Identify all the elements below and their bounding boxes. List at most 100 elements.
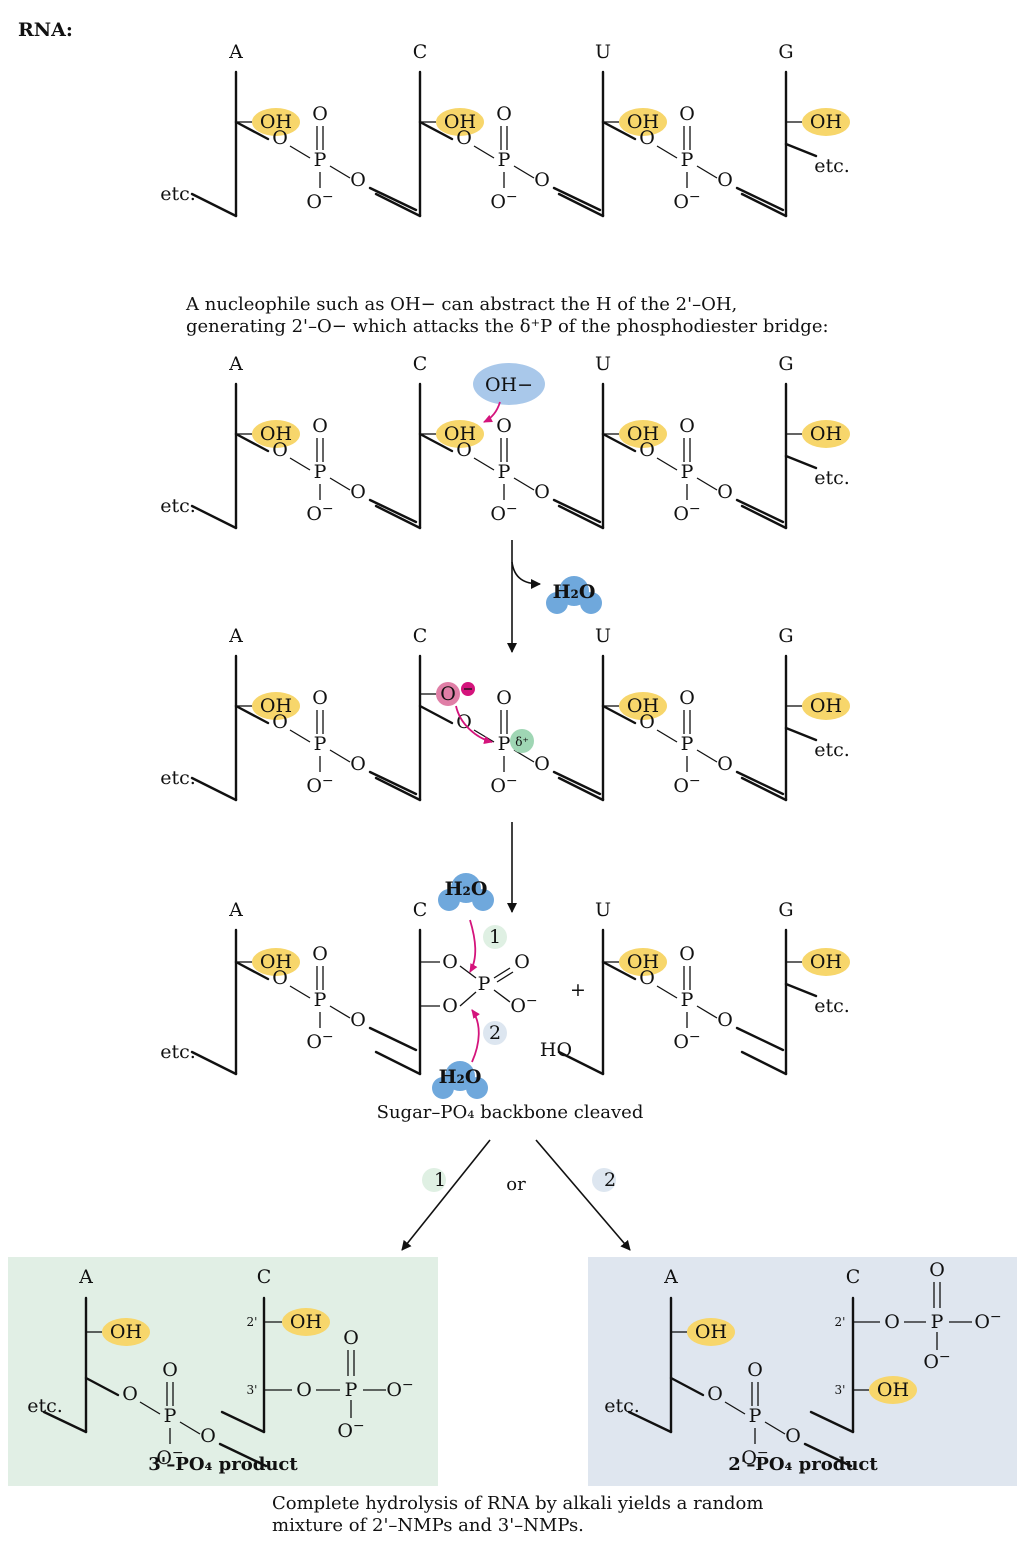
bridge-0-o-minus: O− (306, 501, 333, 525)
cleaved-bridge-2-o-p-bond (656, 985, 678, 999)
oh-badge-icon (869, 1376, 917, 1404)
cleaved-bridge-2-p-o5-bond (696, 1005, 718, 1019)
step-2-label: 2 (489, 1022, 501, 1044)
bridge-0-o-top: O (312, 103, 328, 125)
p2-bridge-p: P (749, 1405, 762, 1427)
cleaved-bridge-2-o-minus: O− (673, 1029, 700, 1053)
p2-base-a: A (663, 1266, 678, 1288)
etc-left-cleaved: etc. (160, 1041, 196, 1063)
bridge-2-o3-bond (601, 432, 637, 453)
sugar-c-foot (374, 776, 422, 802)
bridge-2-p-o5-bond (696, 477, 718, 491)
oh-label: OH (627, 951, 659, 973)
bridge-2-o3-bond (601, 120, 637, 141)
curly-arrow-step-1 (469, 919, 478, 973)
curly-arrow-step-2 (471, 1009, 480, 1063)
oh-label: OH (260, 111, 292, 133)
sugar-u-foot (557, 192, 605, 218)
sugar-g-foot (740, 192, 788, 218)
step-1-branch-label: 1 (434, 1169, 446, 1191)
oh-label: OH (810, 695, 842, 717)
p2-bridge-o-minus: O− (741, 1445, 768, 1469)
oh-label: OH (810, 951, 842, 973)
p3-base-a: A (78, 1266, 93, 1288)
step-2-branch-label: 2 (604, 1169, 616, 1191)
bridge-0-o3: O (272, 439, 288, 461)
bridge-2-o-minus: O− (673, 501, 700, 525)
cleaved-sugar-u-base-label: U (595, 899, 611, 921)
bridge-2-p: P (681, 733, 694, 755)
etc-right-cleaved: etc. (814, 995, 850, 1017)
oh-label: OH (260, 695, 292, 717)
cyclic-p-bond-bottom (459, 991, 477, 1007)
cleaved-sugar-g-foot (740, 1050, 788, 1076)
oh-badge-icon (802, 692, 850, 720)
cyclic-o-top: O (442, 951, 458, 973)
alkoxide-o: O (440, 683, 456, 705)
bridge-0-o-p-bond (289, 145, 311, 159)
p3-bridge-o3-bond (84, 1376, 120, 1397)
conclusion-line-2: mixture of 2'–NMPs and 3'–NMPs. (272, 1515, 584, 1536)
sugar-g-end-bond (784, 726, 818, 742)
bridge-0-o-p-bond (289, 729, 311, 743)
p3-3prime: 3' (247, 1383, 258, 1397)
bridge-2-p-o5-bond (696, 749, 718, 763)
oh-badge-icon (802, 420, 850, 448)
cleaved-bridge-0-o-top: O (312, 943, 328, 965)
oh-badge-icon (802, 108, 850, 136)
rna-strand-hydroxide-attack: etc.AOHOPOO−OCOHOPOO−OUOHOPOO−OGOHetc.OH… (160, 353, 850, 653)
sugar-g-base-label: G (778, 353, 793, 375)
p2-bridge-o5-foot (803, 1442, 853, 1468)
bridge-0-o5-foot (368, 498, 418, 524)
bridge-0-o5: O (350, 481, 366, 503)
oh-badge-icon (102, 1318, 150, 1346)
cleaved-bridge-0-o-minus: O− (306, 1029, 333, 1053)
conclusion-line-1: Complete hydrolysis of RNA by alkali yie… (272, 1493, 763, 1514)
oh-badge-icon (619, 108, 667, 136)
oh-label: OH (627, 695, 659, 717)
p2-2prime: 2' (835, 1315, 846, 1329)
sugar-a-foot (190, 192, 238, 218)
cleaved-bridge-0-p-o5-bond (329, 1005, 351, 1019)
bridge-2-o-top: O (679, 687, 695, 709)
step-1-badge (483, 925, 507, 949)
ho-label: HO (540, 1039, 572, 1061)
cyclic-p-ominus-bond (493, 989, 511, 1003)
bridge-1-o-p-bond (473, 457, 495, 471)
cleaved-bridge-2-o5: O (717, 1009, 733, 1031)
bridge-1-o3-bond (418, 120, 454, 141)
oh-label: OH (444, 423, 476, 445)
oh-label: OH (627, 111, 659, 133)
bridge-1-o5: O (534, 481, 550, 503)
sugar-a-foot (190, 504, 238, 530)
bridge-1-o5-foot (552, 498, 602, 524)
bridge-0-p-o5-bond (329, 477, 351, 491)
oh-badge-icon (802, 948, 850, 976)
bridge-1-o-minus: O− (490, 501, 517, 525)
p3-bridge-p-o5-bond (179, 1421, 201, 1435)
bridge-1-o3-bond (418, 432, 454, 453)
oh-label: OH (260, 423, 292, 445)
water-molecule-attack-1-icon-label: H₂O (445, 878, 488, 900)
p2-bridge-o-p-bond (724, 1401, 746, 1415)
bridge-0-p-o5-bond (329, 165, 351, 179)
p3-bridge-o3: O (122, 1383, 138, 1405)
sugar-u-base-label: U (595, 41, 611, 63)
bridge-2-o3: O (639, 439, 655, 461)
bridge-1-p: P (498, 149, 511, 171)
bridge-2-p: P (681, 461, 694, 483)
sugar-u-foot (557, 776, 605, 802)
cleaved-bridge-2-p: P (681, 989, 694, 1011)
p2-phos-o: O (884, 1311, 900, 1333)
bridge-1-o5-foot (552, 770, 602, 796)
oh-badge-icon (252, 948, 300, 976)
p3-bridge-p: P (164, 1405, 177, 1427)
bridge-0-o5: O (350, 753, 366, 775)
cyclic-o-bottom: O (442, 995, 458, 1017)
bridge-0-o5-foot (368, 186, 418, 212)
p2-bridge-o-top: O (747, 1359, 763, 1381)
oh-label: OH (260, 951, 292, 973)
